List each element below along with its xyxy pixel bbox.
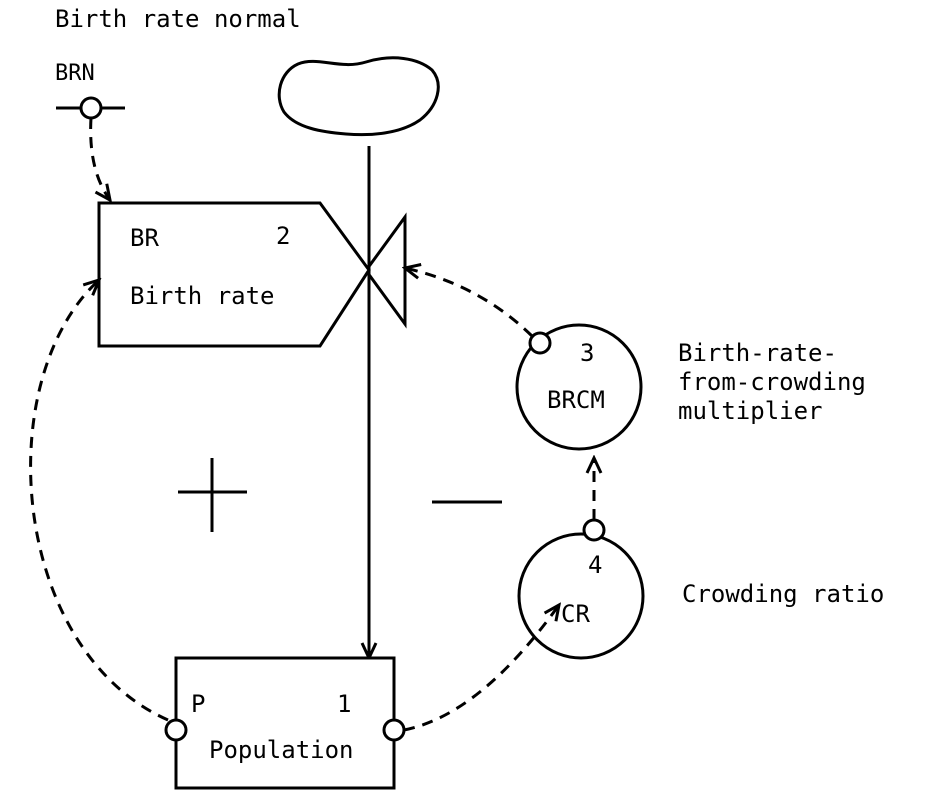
brcm-name-line-3: multiplier xyxy=(678,397,823,425)
link-population-to-cr xyxy=(403,605,559,732)
population-name: Population xyxy=(209,736,354,764)
birth-rate-abbr: BR xyxy=(130,224,159,252)
population-tap-left xyxy=(164,718,188,742)
birth-rate-number: 2 xyxy=(276,222,290,250)
cr-abbr: CR xyxy=(561,600,590,628)
population-box xyxy=(174,656,396,790)
cr-name: Crowding ratio xyxy=(682,580,884,608)
cr-tap xyxy=(582,518,606,542)
brn-tap xyxy=(79,96,103,120)
birth-rate-name: Birth rate xyxy=(130,282,275,310)
link-population-to-birth-rate xyxy=(29,280,169,722)
birth-rate-box xyxy=(97,201,371,348)
brcm-tap xyxy=(528,331,552,355)
cr-circle xyxy=(517,532,645,660)
link-brcm-to-valve xyxy=(405,268,534,338)
link-brn-to-birth-rate xyxy=(89,117,110,200)
population-number: 1 xyxy=(337,690,351,718)
brn-title: Birth rate normal xyxy=(55,5,301,33)
brcm-abbr: BRCM xyxy=(547,386,605,414)
population-abbr: P xyxy=(191,690,205,718)
population-tap-right xyxy=(382,718,406,742)
brcm-name-line-2: from-crowding xyxy=(678,368,866,396)
cr-number: 4 xyxy=(588,551,602,579)
source-cloud xyxy=(277,56,440,137)
brcm-name-line-1: Birth-rate- xyxy=(678,339,837,367)
brcm-number: 3 xyxy=(580,339,594,367)
brcm-circle xyxy=(515,323,643,451)
brn-abbr: BRN xyxy=(55,61,95,86)
